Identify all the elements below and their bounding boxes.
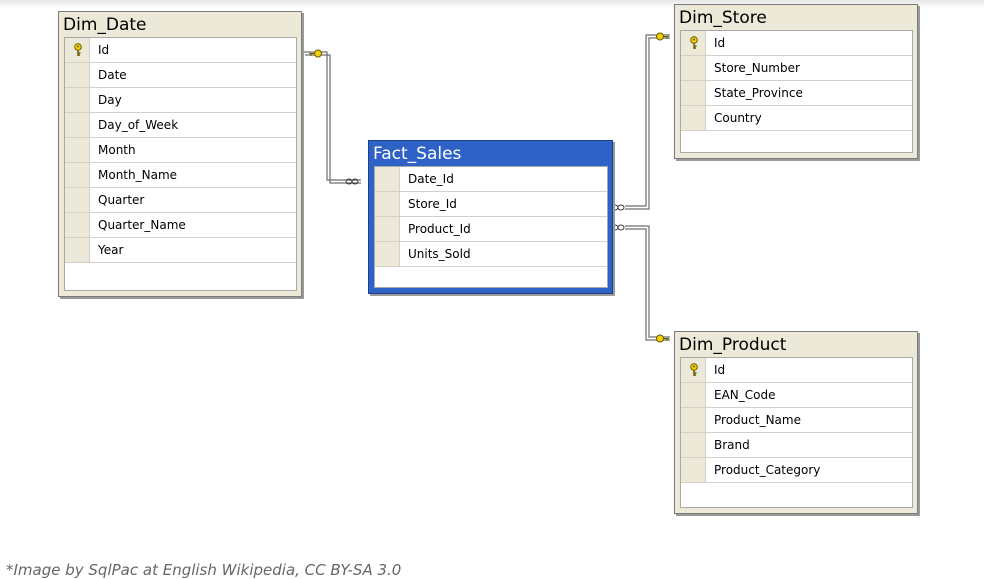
column-name: Year (98, 243, 124, 257)
column-row[interactable]: Month (65, 138, 296, 163)
column-name: Product_Name (714, 413, 801, 427)
relationship-key-end-store (656, 32, 669, 41)
column-list: Id Date Day Day_of_Week Month Month_Name… (64, 37, 297, 291)
table-fact-sales[interactable]: Fact_Sales Date_Id Store_Id Product_Id U… (368, 140, 613, 294)
row-selector[interactable] (65, 88, 90, 112)
column-row[interactable]: Year (65, 238, 296, 263)
column-name: Country (714, 111, 762, 125)
column-name: Date_Id (408, 172, 454, 186)
column-list: Date_Id Store_Id Product_Id Units_Sold (374, 166, 608, 288)
table-dim-product[interactable]: Dim_Product Id EAN_Code Product_Name Bra… (674, 331, 918, 514)
column-name: Brand (714, 438, 750, 452)
row-selector[interactable] (375, 217, 400, 241)
row-selector[interactable] (65, 38, 90, 62)
table-dim-date[interactable]: Dim_Date Id Date Day Day_of_Week (58, 11, 302, 297)
row-selector[interactable] (65, 113, 90, 137)
row-selector[interactable] (681, 31, 706, 55)
column-row[interactable]: Month_Name (65, 163, 296, 188)
column-row[interactable]: Store_Id (375, 192, 607, 217)
row-selector[interactable] (65, 188, 90, 212)
column-row[interactable]: Id (65, 38, 296, 63)
column-row[interactable]: Product_Name (681, 408, 912, 433)
column-row[interactable]: Units_Sold (375, 242, 607, 267)
row-selector[interactable] (681, 408, 706, 432)
key-icon (690, 363, 698, 376)
column-name: Day_of_Week (98, 118, 179, 132)
column-name: Quarter (98, 193, 145, 207)
row-selector[interactable] (681, 383, 706, 407)
column-name: Store_Id (408, 197, 457, 211)
row-selector[interactable] (375, 167, 400, 191)
column-name: Id (714, 36, 726, 50)
column-list: Id EAN_Code Product_Name Brand Product_C… (680, 357, 913, 508)
column-list: Id Store_Number State_Province Country (680, 30, 913, 153)
column-row[interactable]: Date (65, 63, 296, 88)
relationship-key-end-date (309, 49, 322, 58)
row-selector[interactable] (65, 163, 90, 187)
row-selector[interactable] (681, 56, 706, 80)
row-selector[interactable] (681, 358, 706, 382)
image-credit-caption: *Image by SqlPac at English Wikipedia, C… (6, 561, 402, 579)
row-selector[interactable] (681, 81, 706, 105)
column-row[interactable]: Day_of_Week (65, 113, 296, 138)
key-icon (690, 36, 698, 49)
column-row[interactable]: Quarter_Name (65, 213, 296, 238)
column-name: State_Province (714, 86, 803, 100)
relationship-many-end-store (611, 204, 625, 211)
column-row[interactable]: Id (681, 31, 912, 56)
column-name: Id (714, 363, 726, 377)
table-title[interactable]: Dim_Date (63, 15, 147, 35)
row-selector[interactable] (681, 106, 706, 130)
top-shade (0, 0, 984, 8)
row-selector[interactable] (65, 63, 90, 87)
column-row[interactable]: Brand (681, 433, 912, 458)
row-selector[interactable] (681, 458, 706, 482)
row-selector[interactable] (65, 138, 90, 162)
column-row[interactable]: State_Province (681, 81, 912, 106)
column-name: Id (98, 43, 110, 57)
column-name: Date (98, 68, 127, 82)
column-row[interactable]: Date_Id (375, 167, 607, 192)
column-row[interactable]: Product_Id (375, 217, 607, 242)
table-title[interactable]: Fact_Sales (373, 144, 462, 164)
column-name: Quarter_Name (98, 218, 186, 232)
column-row[interactable]: Country (681, 106, 912, 131)
column-row[interactable]: Day (65, 88, 296, 113)
relationship-sales-product (625, 225, 670, 338)
row-selector[interactable] (375, 242, 400, 266)
key-icon (74, 43, 82, 56)
column-name: Units_Sold (408, 247, 471, 261)
relationship-many-end-product (611, 224, 625, 231)
row-selector[interactable] (375, 192, 400, 216)
relationship-key-end-product (656, 334, 669, 343)
row-selector[interactable] (681, 433, 706, 457)
column-name: Product_Category (714, 463, 821, 477)
column-row[interactable]: Product_Category (681, 458, 912, 483)
column-name: Day (98, 93, 122, 107)
table-title[interactable]: Dim_Product (679, 335, 787, 355)
table-dim-store[interactable]: Dim_Store Id Store_Number State_Province… (674, 4, 918, 159)
relationship-many-end-date (345, 178, 359, 185)
column-row[interactable]: Quarter (65, 188, 296, 213)
column-row[interactable]: Store_Number (681, 56, 912, 81)
table-title[interactable]: Dim_Store (679, 8, 767, 28)
row-selector[interactable] (65, 238, 90, 262)
relationship-date-sales (302, 51, 361, 181)
column-name: EAN_Code (714, 388, 776, 402)
column-row[interactable]: Id (681, 358, 912, 383)
column-name: Store_Number (714, 61, 800, 75)
column-name: Month (98, 143, 136, 157)
column-row[interactable]: EAN_Code (681, 383, 912, 408)
relationship-sales-store (625, 34, 670, 207)
column-name: Product_Id (408, 222, 471, 236)
column-name: Month_Name (98, 168, 178, 182)
row-selector[interactable] (65, 213, 90, 237)
